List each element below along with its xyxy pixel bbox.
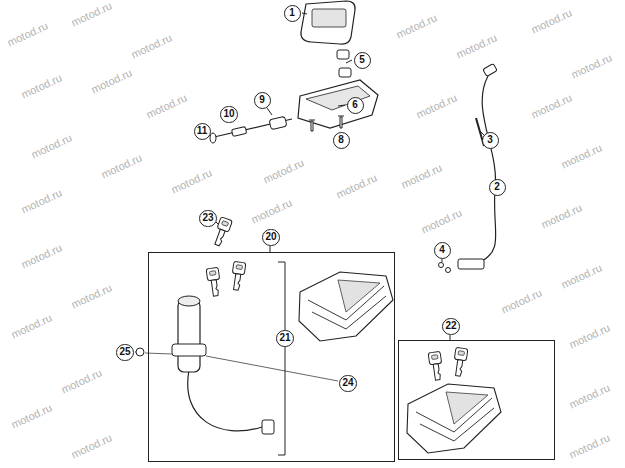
watermark: motod.ru <box>399 161 444 191</box>
callout-number: 20 <box>262 229 280 246</box>
o-ring <box>136 348 144 356</box>
leader-line <box>338 105 345 106</box>
watermark: motod.ru <box>394 11 439 41</box>
callout-number: 3 <box>482 132 499 149</box>
holder-plate <box>458 259 484 269</box>
watermark: motod.ru <box>414 91 459 121</box>
watermark: motod.ru <box>5 19 50 49</box>
watermark: motod.ru <box>567 321 612 351</box>
callout-number: 10 <box>220 106 238 123</box>
watermark: motod.ru <box>69 281 114 311</box>
leader-line <box>216 222 218 224</box>
part-group-box: 20 <box>148 252 395 462</box>
screw <box>446 268 451 273</box>
watermark: motod.ru <box>539 201 584 231</box>
part-group-box: 22 <box>398 340 555 460</box>
leader-line <box>267 108 272 115</box>
watermark: motod.ru <box>19 241 64 271</box>
leader-line <box>135 352 136 353</box>
screw <box>338 116 344 128</box>
watermark: motod.ru <box>559 141 604 171</box>
callout-number: 21 <box>276 330 294 347</box>
watermark: motod.ru <box>499 286 544 316</box>
watermark: motod.ru <box>69 0 114 30</box>
watermark: motod.ru <box>529 91 574 121</box>
watermark: motod.ru <box>69 431 114 461</box>
callout-number: 8 <box>333 132 350 149</box>
watermark: motod.ru <box>169 166 214 196</box>
key <box>206 267 222 296</box>
callout-number: 24 <box>339 375 357 392</box>
lock-flange <box>172 344 206 356</box>
callout-number: 1 <box>284 5 301 22</box>
watermark: motod.ru <box>529 6 574 36</box>
leader-line <box>206 356 338 381</box>
watermark: motod.ru <box>261 156 306 186</box>
watermark: motod.ru <box>29 131 74 161</box>
watermark: motod.ru <box>59 366 104 396</box>
watermark: motod.ru <box>99 151 144 181</box>
instrument-display <box>312 9 346 27</box>
watermark: motod.ru <box>419 206 464 236</box>
cable-connector <box>483 64 497 77</box>
screw <box>309 120 315 131</box>
callout-number: 11 <box>194 123 211 140</box>
leader-line <box>346 60 352 63</box>
watermark: motod.ru <box>19 186 64 216</box>
watermark: motod.ru <box>567 381 612 411</box>
watermark: motod.ru <box>334 171 379 201</box>
watermark: motod.ru <box>9 401 54 431</box>
washer <box>210 133 216 143</box>
tail-cover <box>407 384 501 453</box>
ignition-lock <box>178 300 200 372</box>
instrument-bracket <box>298 80 378 128</box>
key <box>428 351 444 380</box>
watermark: motod.ru <box>569 51 614 81</box>
watermark: motod.ru <box>454 31 499 61</box>
watermark: motod.ru <box>567 431 612 461</box>
key <box>452 347 468 376</box>
callout-number: 9 <box>254 92 271 109</box>
callout-number: 23 <box>199 210 217 227</box>
watermark: motod.ru <box>144 91 189 121</box>
callout-number: 4 <box>434 242 451 259</box>
callout-number: 2 <box>489 179 506 196</box>
speedo-cable <box>480 76 496 262</box>
spacer-sleeve <box>232 127 247 137</box>
group-bracket <box>278 262 285 455</box>
rubber-grommet <box>337 50 349 59</box>
lock-wire <box>188 370 262 431</box>
callout-number: 5 <box>354 52 371 69</box>
callout-number: 22 <box>442 318 460 335</box>
watermark: motod.ru <box>19 71 64 101</box>
instrument-housing <box>301 1 355 44</box>
tail-cover <box>299 272 393 341</box>
key <box>230 261 246 290</box>
callout-number: 6 <box>347 97 364 114</box>
watermark: motod.ru <box>559 261 604 291</box>
watermark: motod.ru <box>89 66 134 96</box>
leader-line <box>442 259 443 262</box>
lock-face <box>178 296 200 306</box>
rubber-bushing <box>269 116 287 129</box>
watermark: motod.ru <box>9 311 54 341</box>
screw <box>439 263 444 268</box>
watermark: motod.ru <box>129 31 174 61</box>
leader-line <box>302 13 307 14</box>
leader-line <box>145 353 172 354</box>
rubber-grommet <box>339 68 351 77</box>
lock-connector <box>262 420 274 434</box>
callout-number: 25 <box>116 344 134 361</box>
watermark: motod.ru <box>249 196 294 226</box>
